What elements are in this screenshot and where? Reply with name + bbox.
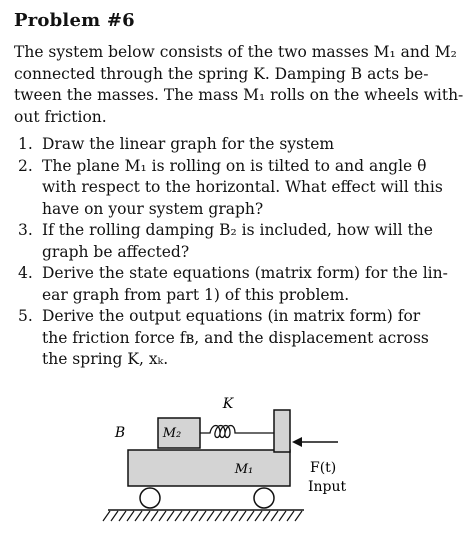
question-item-3: 3. If the rolling damping B₂ is included… [18, 220, 458, 263]
wheel-right-icon [253, 487, 275, 509]
description-line: tween the masses. The mass M₁ rolls on t… [14, 86, 464, 104]
spring-label: K [222, 396, 235, 412]
hatch-mark [182, 510, 191, 522]
hatch-mark [174, 510, 183, 522]
hatch-mark [294, 510, 303, 522]
question-line: the friction force fʙ, and the displacem… [42, 328, 429, 347]
hatch-mark [278, 510, 287, 522]
cart-wall [273, 409, 291, 453]
problem-title: Problem #6 [14, 10, 135, 31]
description-line: The system below consists of the two mas… [14, 43, 457, 61]
problem-description: The system below consists of the two mas… [14, 42, 464, 128]
question-number: 1. [18, 135, 33, 153]
hatch-mark [190, 510, 199, 522]
hatch-mark [158, 510, 167, 522]
question-item-2: 2. The plane M₁ is rolling on is tilted … [18, 156, 458, 221]
question-line: The plane M₁ is rolling on is tilted to … [42, 156, 427, 175]
hatch-mark [134, 510, 143, 522]
question-list: 1. Draw the linear graph for the system … [18, 134, 458, 371]
question-number: 3. [18, 221, 33, 239]
question-line: Derive the output equations (in matrix f… [42, 307, 421, 325]
question-item-5: 5. Derive the output equations (in matri… [18, 306, 458, 371]
description-line: out friction. [14, 107, 107, 126]
hatch-mark [150, 510, 159, 522]
hatch-mark [238, 510, 247, 522]
hatch-mark [126, 510, 135, 522]
hatch-mark [142, 510, 151, 522]
hatch-mark [270, 510, 279, 522]
hatch-mark [166, 510, 175, 522]
mass-1-block [127, 449, 291, 487]
hatch-mark [110, 510, 119, 522]
hatch-mark [246, 510, 255, 522]
hatch-mark [230, 510, 239, 522]
question-line: Derive the state equations (matrix form)… [42, 264, 448, 282]
mass-spring-damper-figure: K M₂ B M₁ F(t) Input [102, 396, 347, 522]
question-item-1: 1. Draw the linear graph for the system [18, 134, 458, 156]
question-number: 2. [18, 156, 33, 175]
description-line: connected through the spring K. Damping … [14, 64, 429, 83]
hatch-mark [222, 510, 231, 522]
question-line: have on your system graph? [42, 199, 264, 218]
wheel-left-icon [139, 487, 161, 509]
force-label: F(t) [310, 460, 336, 476]
question-number: 4. [18, 264, 33, 282]
hatch-mark [286, 510, 295, 522]
damper-label: B [114, 425, 125, 441]
mass-2-label: M₂ [162, 426, 182, 441]
hatch-mark [102, 510, 111, 522]
spring-icon [200, 424, 274, 439]
question-line: If the rolling damping B₂ is included, h… [42, 221, 433, 239]
hatch-mark [214, 510, 223, 522]
ground-hatch [102, 510, 303, 522]
question-line: with respect to the horizontal. What eff… [42, 178, 443, 196]
question-line: ear graph from part 1) of this problem. [42, 285, 350, 304]
hatch-mark [262, 510, 271, 522]
question-line: the spring K, xₖ. [42, 350, 169, 368]
question-line: graph be affected? [42, 242, 190, 261]
question-line: Draw the linear graph for the system [42, 135, 335, 153]
question-number: 5. [18, 307, 33, 325]
input-label: Input [308, 479, 347, 495]
force-arrow-icon [292, 437, 302, 447]
hatch-mark [254, 510, 263, 522]
hatch-mark [118, 510, 127, 522]
hatch-mark [198, 510, 207, 522]
mass-1-label: M₁ [234, 462, 254, 477]
hatch-mark [206, 510, 215, 522]
question-item-4: 4. Derive the state equations (matrix fo… [18, 263, 458, 306]
